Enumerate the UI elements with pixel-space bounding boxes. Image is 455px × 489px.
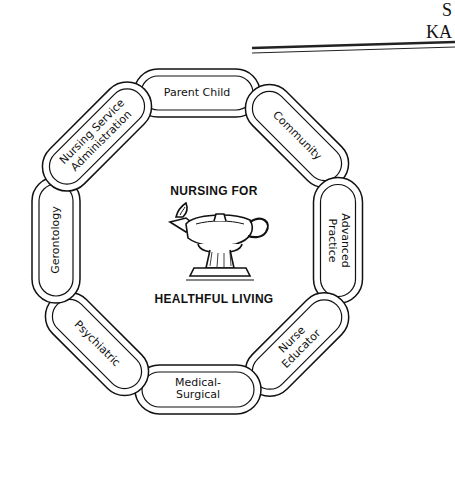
link-inner-edge [245, 84, 348, 187]
link-outer-edge [314, 177, 363, 303]
chain-link: Gerontology [31, 176, 81, 304]
header-fragment: S [442, 0, 452, 21]
link-inner-edge [45, 292, 148, 395]
chain-link: Parent Child [133, 68, 261, 118]
lamp-cap [214, 214, 226, 221]
center-title: HEALTHFUL LIVING [154, 292, 273, 306]
oil-lamp [170, 203, 268, 280]
link-outer-edge [32, 177, 80, 303]
header-fragment: KA [426, 22, 452, 43]
rule-line [252, 47, 455, 53]
link-inner-edge [142, 372, 254, 407]
rule-line [252, 42, 455, 48]
stem-flutes [210, 252, 231, 267]
link-inner-edge [245, 292, 349, 396]
lamp-rim [196, 221, 244, 224]
link-label: Medical- Surgical [167, 377, 229, 402]
link-inner-edge [39, 184, 73, 296]
chain-link: Nursing Service Administration [31, 70, 163, 202]
lamp-stem [206, 250, 234, 268]
link-label: Advanced Practice [325, 209, 350, 271]
lamp-flame [176, 203, 187, 217]
link-outer-edge [135, 365, 261, 414]
header-rule [252, 42, 455, 53]
link-label: Gerontology [50, 206, 63, 274]
link-inner-edge [321, 184, 356, 296]
link-inner-edge [141, 76, 253, 110]
lamp-handle [248, 219, 268, 237]
center-title: NURSING FOR [170, 184, 257, 198]
link-outer-edge [32, 71, 161, 200]
link-label: Parent Child [164, 87, 230, 100]
chain-link: Advanced Practice [313, 176, 364, 304]
lamp-base [190, 268, 250, 276]
chain-link: Medical- Surgical [134, 364, 262, 415]
link-inner-edge [42, 81, 152, 191]
link-outer-edge [134, 69, 260, 117]
lamp-base-line [186, 279, 254, 280]
flame-core [180, 207, 185, 215]
